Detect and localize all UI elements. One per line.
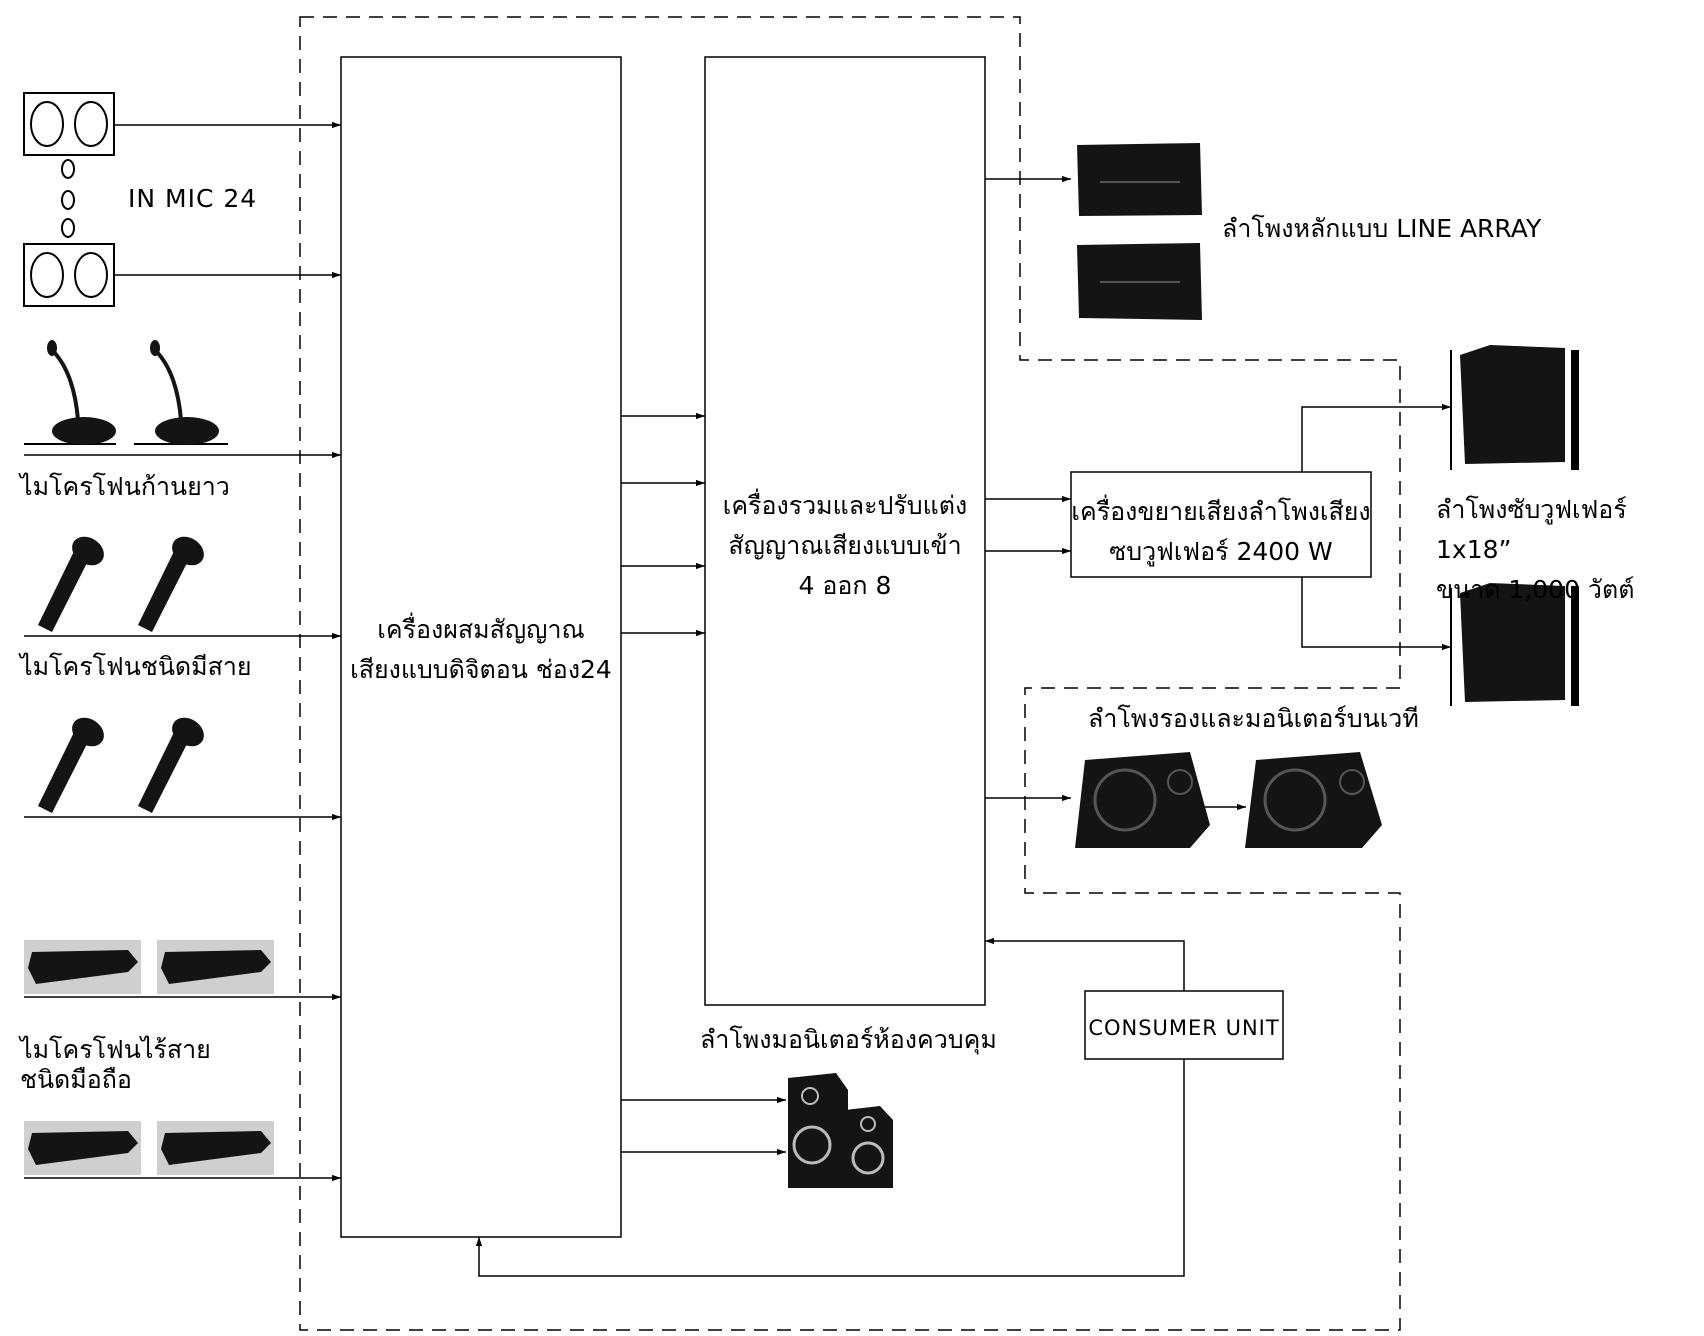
stage-monitor-speaker-icon — [1245, 752, 1382, 848]
handheld-mic-icon — [138, 536, 204, 632]
subwoofer-speaker-icon — [1450, 583, 1579, 706]
input-signal-lines — [24, 121, 341, 1182]
wireless-receiver-icon — [157, 1121, 274, 1175]
amplifier-to-subwoofer-lines — [1301, 403, 1451, 651]
line-array-label: ลำโพงหลักแบบ LINE ARRAY — [1222, 214, 1542, 243]
audio-processor-box — [704, 56, 986, 1006]
mixer-to-monitor-lines — [621, 1096, 786, 1156]
gooseneck-mic-label: ไมโครโฟนก้านยาว — [20, 472, 230, 501]
stage-monitor-speaker-icon — [1075, 752, 1210, 848]
line-array-speaker-icon — [1077, 243, 1202, 320]
handheld-mic-icon — [38, 536, 104, 632]
handheld-mic-icon — [38, 717, 104, 813]
continuation-dots-icon — [61, 159, 75, 238]
wireless-mic-label: ไมโครโฟนไร้สาย ชนิดมือถือ — [20, 1035, 211, 1094]
subwoofer-amplifier-box — [1070, 471, 1372, 578]
wireless-receiver-icon — [24, 940, 141, 994]
power-supply-lines — [475, 937, 1185, 1277]
gooseneck-mic-icon — [134, 340, 228, 445]
line-array-speaker-icon — [1077, 143, 1202, 216]
audio-processor-label: เครื่องรวมและปรับแต่ง สัญญาณเสียงแบบเข้า… — [722, 491, 968, 600]
subwoofer-label: ลำโพงซับวูฟเฟอร์ 1x18” ขนาด 1,000 วัตต์ — [1436, 495, 1635, 604]
mic-wall-panel-icon — [23, 243, 115, 307]
control-room-monitor-icon — [788, 1073, 893, 1188]
wireless-receiver-icon — [24, 1121, 141, 1175]
wireless-receiver-icon — [157, 940, 274, 994]
handheld-mic-icon — [138, 717, 204, 813]
mixer-to-processor-lines — [621, 412, 705, 637]
equipment-rack-boundary — [299, 16, 1401, 1331]
mic-wall-panel-icon — [23, 92, 115, 156]
control-room-monitor-label: ลำโพงมอนิเตอร์ห้องควบคุม — [700, 1025, 997, 1054]
digital-mixer-label: เครื่องผสมสัญญาณ เสียงแบบดิจิตอน ช่อง24 — [350, 615, 612, 684]
gooseneck-mic-icon — [24, 340, 116, 445]
subwoofer-amplifier-label: เครื่องขยายเสียงลำโพงเสียง ซบวูฟเฟอร์ 24… — [1071, 497, 1371, 566]
subwoofer-speaker-icon — [1450, 345, 1579, 470]
consumer-unit-label: CONSUMER UNIT — [1088, 1016, 1280, 1040]
mic-panel-label: IN MIC 24 — [128, 184, 258, 213]
wired-mic-label: ไมโครโฟนชนิดมีสาย — [20, 652, 252, 681]
stage-monitor-label: ลำโพงรองและมอนิเตอร์บนเวที — [1088, 704, 1419, 733]
